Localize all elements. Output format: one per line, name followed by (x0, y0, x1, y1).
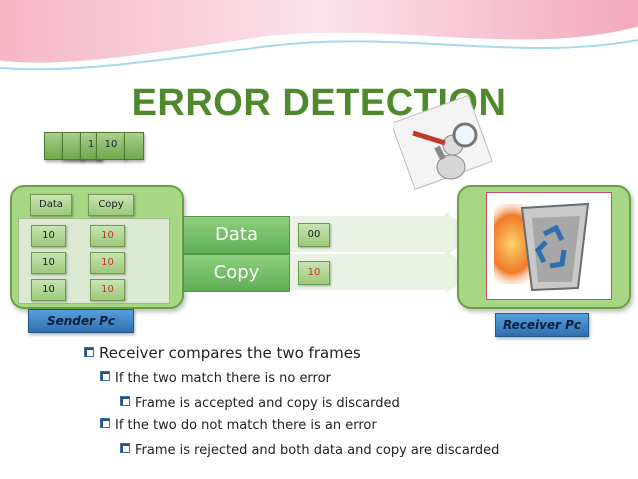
copy-frame-value: 10 (298, 261, 330, 285)
recycle-bin-icon (494, 202, 590, 292)
checkbox-bullet-icon (120, 443, 130, 453)
checkbox-bullet-icon (120, 396, 130, 406)
sender-copy-cell: 10 (90, 252, 125, 274)
sender-data-cell: 10 (31, 252, 66, 274)
sender-header-data: Data (30, 194, 72, 216)
header-wave (0, 0, 638, 71)
checkbox-bullet-icon (100, 371, 110, 381)
slide-title: ERROR DETECTION (131, 82, 507, 124)
magnifier-figure-icon (393, 95, 493, 190)
bullet-item: If the two match there is no error (100, 371, 331, 386)
bullet-item: Receiver compares the two frames (84, 344, 361, 362)
sender-label: Sender Pc (28, 309, 134, 333)
sender-data-cell: 10 (31, 279, 66, 301)
data-frame-label: Data (183, 216, 290, 254)
queued-frame (124, 132, 144, 160)
sender-data-cell: 10 (31, 225, 66, 247)
data-frame-value: 00 (298, 223, 330, 247)
checkbox-bullet-icon (100, 418, 110, 428)
receiver-label: Receiver Pc (495, 313, 589, 337)
sender-header-copy: Copy (88, 194, 134, 216)
sender-copy-cell: 10 (90, 279, 125, 301)
sender-copy-cell: 10 (90, 225, 125, 247)
bullet-item: Frame is accepted and copy is discarded (120, 396, 400, 411)
bullet-item: If the two do not match there is an erro… (100, 418, 377, 433)
bullet-item: Frame is rejected and both data and copy… (120, 443, 499, 458)
copy-frame-label: Copy (183, 254, 290, 292)
queued-frame: 10 (96, 132, 126, 160)
checkbox-bullet-icon (84, 347, 94, 357)
